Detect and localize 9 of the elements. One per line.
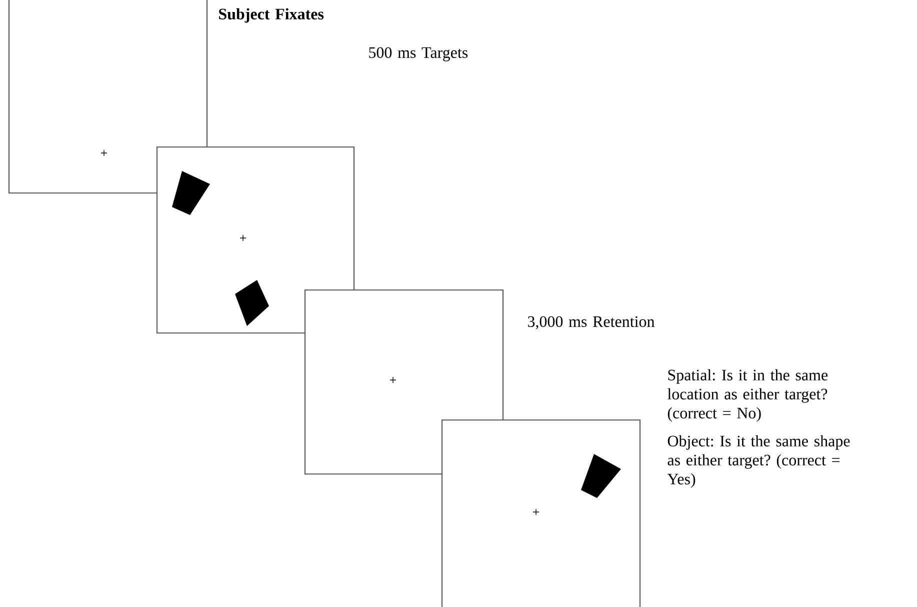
screen-box (441, 419, 641, 607)
step-label: 500 ms Targets (369, 47, 468, 62)
step-label: Spatial: Is it in the same location as either target? (correct = No) (668, 369, 828, 422)
step-label: 3,000 ms Retention (528, 316, 655, 330)
step-label: Object: Is it the same shape as either target? (correct = Yes) (667, 435, 850, 488)
step-label: Subject Fixates (219, 8, 324, 23)
screen-box (304, 289, 504, 475)
screen-box (156, 146, 355, 334)
screen-box (8, 0, 208, 194)
